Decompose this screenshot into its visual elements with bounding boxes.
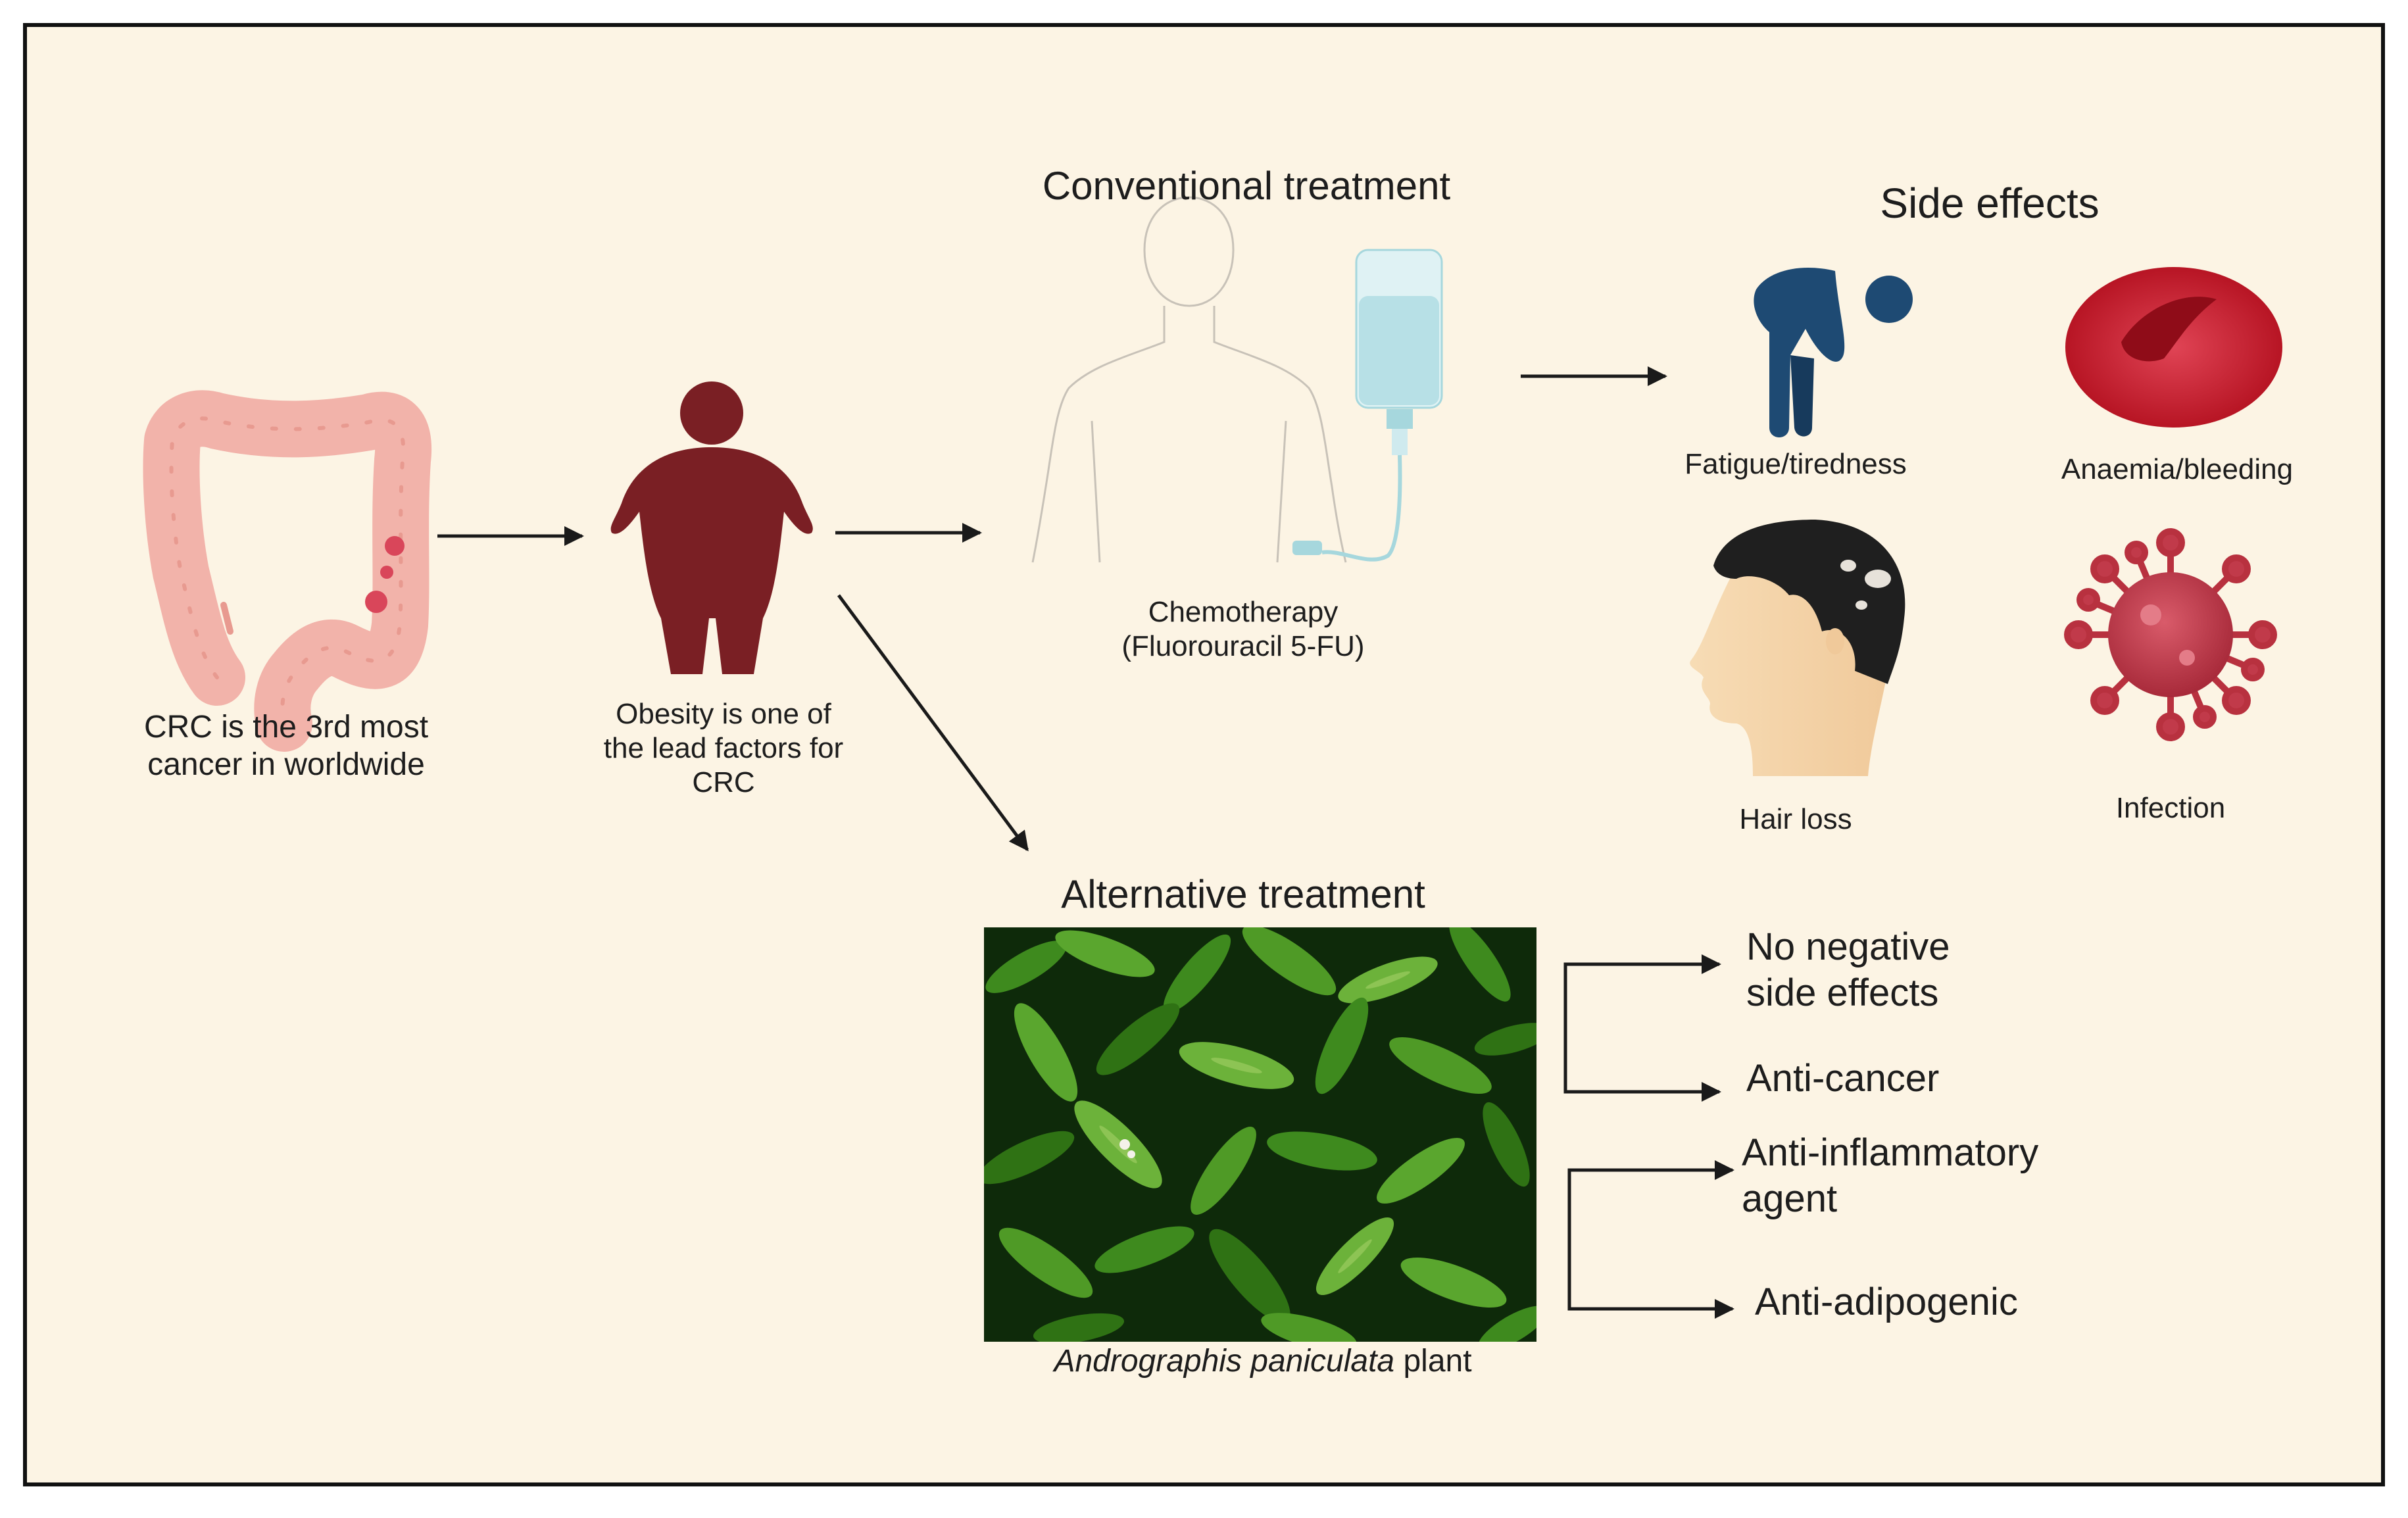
chemotherapy-label: Chemotherapy (Fluorouracil 5-FU) <box>1033 595 1454 664</box>
plant-caption-suffix: plant <box>1394 1344 1472 1379</box>
obesity-label-line3: CRC <box>692 766 755 798</box>
plant-species-name: Andrographis paniculata <box>1054 1344 1395 1379</box>
fatigue-icon <box>1754 268 1913 437</box>
bracket-upper <box>1563 962 1719 1094</box>
benefit-anti-inflammatory-line2: agent <box>1742 1177 1838 1220</box>
benefit-anti-inflammatory: Anti-inflammatory agent <box>1742 1130 2038 1221</box>
flow-arrows <box>437 366 1734 1319</box>
fatigue-label: Fatigue/tiredness <box>1684 448 1907 480</box>
benefit-no-side-effects-line2: side effects <box>1746 971 1939 1014</box>
benefit-no-side-effects-line1: No negative <box>1746 925 1950 968</box>
red-blood-cell-icon <box>2065 267 2282 428</box>
patient-outline-icon <box>1031 196 1347 563</box>
plant-caption: Andrographis paniculata plant <box>941 1343 1585 1381</box>
hair-loss-label: Hair loss <box>1739 803 1852 835</box>
obesity-label: Obesity is one of the lead factors for C… <box>559 697 888 800</box>
anaemia-label: Anaemia/bleeding <box>2061 453 2294 485</box>
plant-photo <box>984 927 1536 1342</box>
obese-person-icon <box>610 381 813 674</box>
conventional-treatment-title: Conventional treatment <box>1042 164 1451 208</box>
benefit-anti-inflammatory-line1: Anti-inflammatory <box>1742 1131 2039 1174</box>
benefit-no-side-effects: No negative side effects <box>1746 924 1950 1016</box>
arrow-obesity-to-alternative <box>837 594 1029 852</box>
crc-label-line2: cancer in worldwide <box>147 747 425 782</box>
chemotherapy-label-line1: Chemotherapy <box>1148 596 1339 628</box>
obesity-label-line2: the lead factors for <box>603 731 844 764</box>
side-effects-title: Side effects <box>1880 180 2100 227</box>
chemotherapy-label-line2: (Fluorouracil 5-FU) <box>1121 629 1365 662</box>
benefit-anti-cancer: Anti-cancer <box>1746 1057 1940 1100</box>
benefit-anti-adipogenic: Anti-adipogenic <box>1755 1281 2018 1323</box>
alternative-treatment-title: Alternative treatment <box>1061 872 1425 916</box>
colon-icon <box>143 390 432 752</box>
crc-label: CRC is the 3rd most cancer in worldwide <box>112 709 460 783</box>
hair-loss-head-icon <box>1690 520 1905 776</box>
virus-icon <box>2064 528 2277 741</box>
bracket-lower <box>1567 1168 1732 1311</box>
infection-label: Infection <box>2115 792 2226 824</box>
iv-bag-icon <box>1292 249 1443 562</box>
crc-label-line1: CRC is the 3rd most <box>143 710 429 745</box>
obesity-label-line1: Obesity is one of <box>616 698 831 730</box>
